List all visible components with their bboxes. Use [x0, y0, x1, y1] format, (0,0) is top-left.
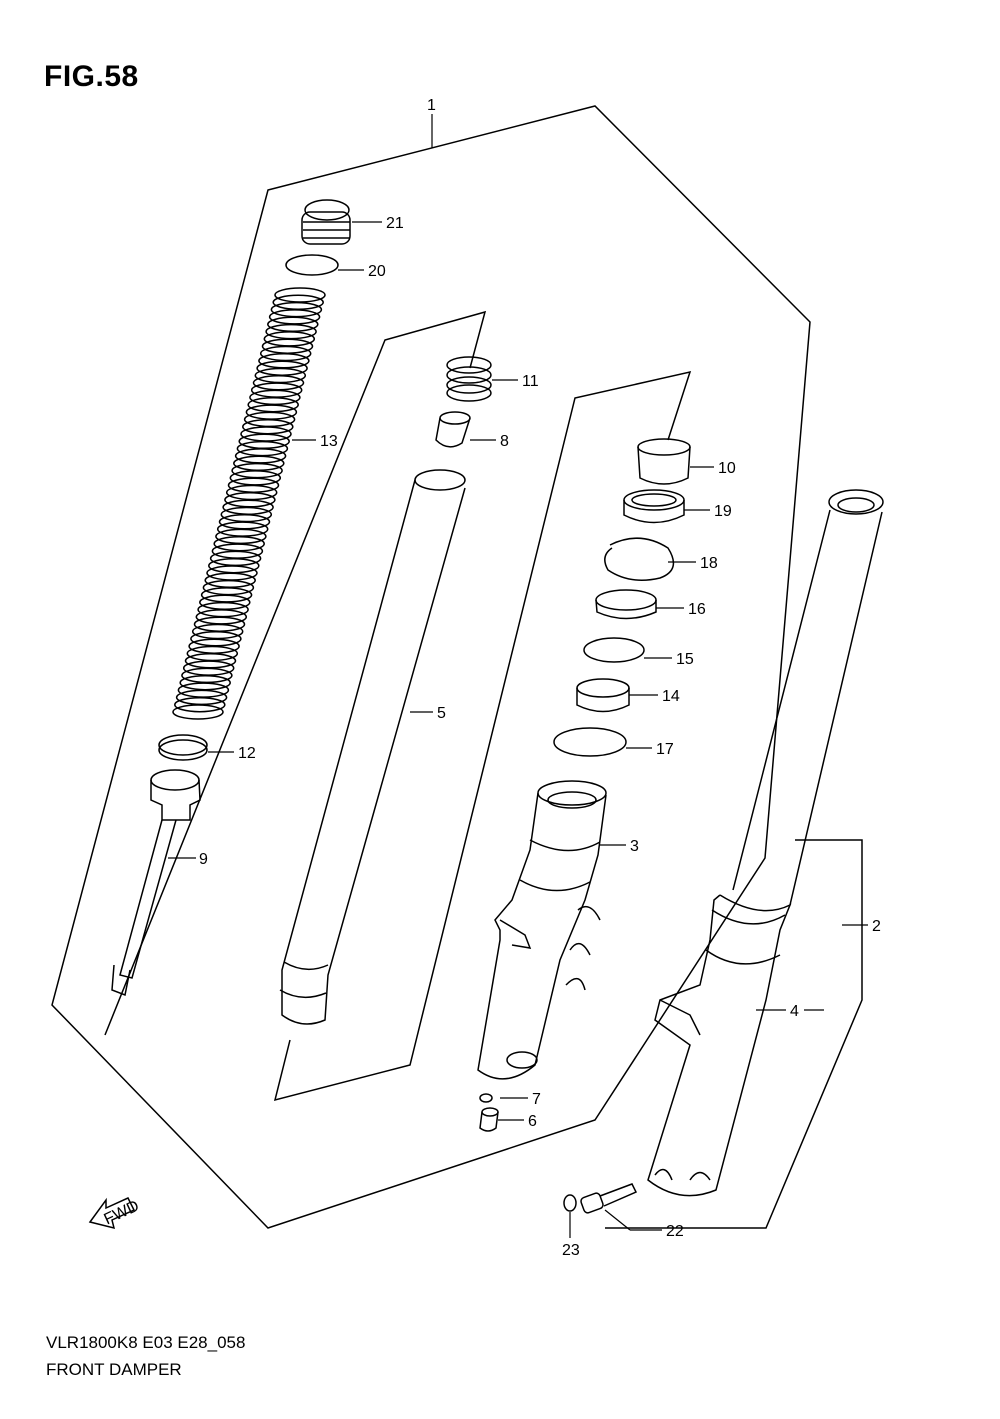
bush-part-10: [637, 438, 691, 485]
callout-p7: 7: [532, 1091, 541, 1108]
spring-seat-part-11: [446, 356, 492, 402]
washer-part-14: [576, 678, 630, 713]
callout-p19: 19: [714, 503, 732, 520]
callout-p3: 3: [630, 838, 639, 855]
snap-ring-part-17: [553, 727, 627, 757]
spring-coil: [213, 535, 265, 552]
piston-part-8: [435, 411, 471, 448]
callout-p15: 15: [676, 651, 694, 668]
washer-part-7: [479, 1093, 493, 1103]
callout-p8: 8: [500, 433, 509, 450]
ring-part-15: [583, 637, 645, 663]
spring-coil: [268, 309, 321, 325]
ring-part-12: [158, 734, 208, 756]
bolt-part-22: [580, 1183, 638, 1214]
callout-p12: 12: [238, 745, 256, 762]
callout-p21: 21: [386, 215, 404, 232]
spring-coil: [270, 301, 323, 318]
spring-coil: [172, 704, 224, 720]
rod-part-9: [111, 769, 201, 997]
inner-tube-part-5: [279, 469, 466, 1025]
bush-part-16: [595, 589, 657, 620]
callout-p14: 14: [662, 688, 680, 705]
callout-p4: 4: [790, 1003, 799, 1020]
callout-p20: 20: [368, 263, 386, 280]
spring-coil: [247, 396, 299, 413]
o-ring-part-20: [285, 254, 339, 276]
assembly-outline-1: [51, 105, 811, 1229]
callout-p16: 16: [688, 601, 706, 618]
spring-coil: [202, 579, 255, 596]
fwd-arrow-icon: [88, 1197, 136, 1230]
callout-p6: 6: [528, 1113, 537, 1130]
spring-coil: [215, 528, 267, 545]
figure-title: FIG.58: [44, 60, 139, 93]
spring-coil: [191, 623, 244, 640]
spring-coil: [200, 587, 253, 603]
inner-outline-5: [104, 310, 487, 1036]
spring-coil: [234, 448, 287, 464]
spring-coil: [190, 631, 242, 647]
callout-p17: 17: [656, 741, 674, 758]
bolt-part-6: [479, 1107, 499, 1132]
spring-part-13: [172, 287, 326, 720]
outer-tube-part-3: [477, 780, 607, 1080]
callout-p22: 22: [666, 1223, 684, 1240]
figure-code: VLR1800K8 E03 E28_058: [46, 1333, 246, 1352]
washer-part-23: [563, 1194, 577, 1212]
callout-p2: 2: [872, 918, 881, 935]
callout-p18: 18: [700, 555, 718, 572]
spring-coil: [174, 696, 226, 713]
callout-p9: 9: [199, 851, 208, 868]
spring-coil: [224, 492, 276, 508]
spring-coil: [249, 389, 301, 406]
callout-p10: 10: [718, 460, 736, 477]
figure-caption: FRONT DAMPER: [46, 1360, 182, 1379]
stopper-ring-part-18: [604, 537, 675, 581]
callout-p13: 13: [320, 433, 338, 450]
cap-bolt-part-21: [301, 199, 351, 245]
spring-coil: [225, 484, 278, 501]
fork-assembly-part-2: [647, 489, 884, 1197]
outline-2-bracket: [605, 839, 863, 1229]
oil-seal-part-19: [623, 489, 685, 524]
callout-p23: 23: [562, 1242, 580, 1259]
spring-coil: [259, 345, 312, 362]
callout-p11: 11: [522, 373, 539, 390]
callout-labels: 1 2 3 4 5 6 7 8 9 10 11 12 13 14 15 16 1…: [199, 97, 881, 1259]
spring-coil: [258, 353, 310, 369]
callout-p5: 5: [437, 705, 446, 722]
spring-coil: [179, 674, 231, 691]
leader-lines: [168, 114, 868, 1238]
fwd-label: FWD: [102, 1198, 142, 1229]
spring-coil: [181, 667, 233, 684]
callout-p1: 1: [427, 97, 436, 114]
spring-coil: [236, 440, 289, 457]
inner-outline-5-lower: [273, 370, 692, 1102]
